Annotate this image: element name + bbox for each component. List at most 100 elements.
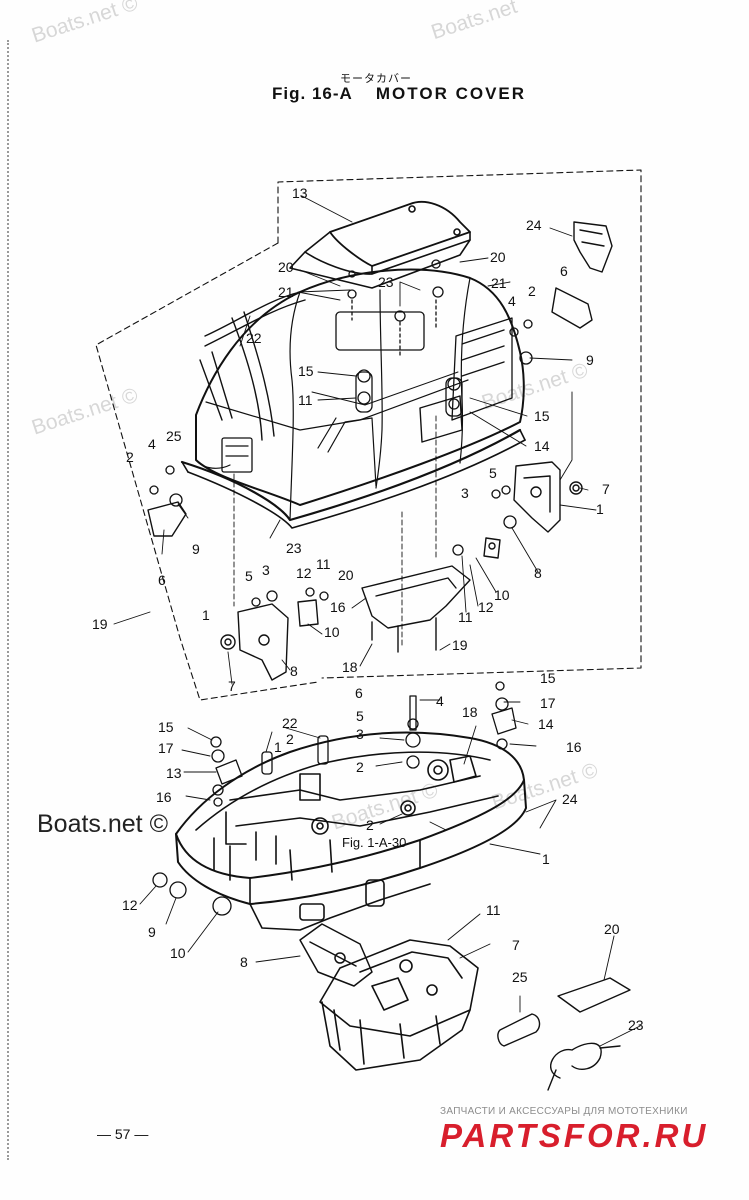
callout-label: 1 bbox=[274, 739, 282, 755]
leader-lines-lower bbox=[139, 699, 641, 1047]
callout-label: 9 bbox=[192, 541, 200, 557]
watermark-main: Boats.net © bbox=[37, 810, 168, 838]
callout-label: 1 bbox=[542, 851, 550, 867]
figure-title: Fig. 16-A MOTOR COVER bbox=[272, 84, 526, 104]
callout-label: 24 bbox=[562, 791, 578, 807]
callout-label: 1 bbox=[596, 501, 604, 517]
hook-plate-16 bbox=[361, 565, 471, 653]
lower-fasteners bbox=[152, 681, 517, 916]
top-lid-13 bbox=[289, 200, 471, 289]
callout-label: 10 bbox=[170, 945, 186, 961]
callout-label: 23 bbox=[628, 1017, 644, 1033]
callout-label: 11 bbox=[316, 556, 331, 572]
callout-label: 15 bbox=[534, 408, 550, 424]
figure-title-japanese: モータカバー bbox=[340, 72, 412, 85]
callout-label: 23 bbox=[378, 274, 394, 290]
callout-label: 14 bbox=[538, 716, 554, 732]
callout-label: 2 bbox=[356, 759, 364, 775]
callout-label-10: 10 bbox=[494, 587, 510, 603]
callout-label: 16 bbox=[330, 599, 346, 615]
callout-label: 13 bbox=[166, 765, 182, 781]
callout-label: 20 bbox=[338, 567, 354, 583]
callout-label: 16 bbox=[566, 739, 582, 755]
callout-label: 12 bbox=[296, 565, 312, 581]
page-number: — 57 — bbox=[97, 1126, 149, 1142]
bottom-cowling bbox=[175, 731, 527, 931]
binding-margin-dots bbox=[7, 40, 9, 1160]
callout-label: 11 bbox=[298, 392, 313, 408]
top-cover-small-parts bbox=[221, 259, 463, 473]
callout-label: 3 bbox=[262, 562, 270, 578]
callout-label: 22 bbox=[246, 330, 262, 346]
latch-assembly-right bbox=[483, 221, 613, 559]
callout-label: 11 bbox=[458, 609, 473, 625]
fasteners-upper bbox=[149, 319, 533, 607]
callout-label: 9 bbox=[148, 924, 156, 940]
callout-label: 7 bbox=[512, 937, 520, 953]
callout-label: 21 bbox=[278, 284, 294, 300]
callout-label: 6 bbox=[158, 572, 166, 588]
callout-label: 5 bbox=[356, 708, 364, 724]
callout-label: 12 bbox=[122, 897, 138, 913]
callout-label: 17 bbox=[158, 740, 174, 756]
callout-label: 8 bbox=[534, 565, 542, 581]
callout-label: 19 bbox=[92, 616, 108, 632]
callout-label: 3 bbox=[461, 485, 469, 501]
callout-label: 2 bbox=[528, 283, 536, 299]
callout-label: 20 bbox=[490, 249, 506, 265]
callout-label: 15 bbox=[540, 670, 556, 686]
callout-label: 10 bbox=[324, 624, 340, 640]
callout-label: 2 bbox=[126, 449, 134, 465]
figure-cross-reference: Fig. 1-A-30 bbox=[342, 835, 407, 850]
callout-label: 18 bbox=[462, 704, 478, 720]
callout-label: 8 bbox=[290, 663, 298, 679]
callout-label: 4 bbox=[436, 693, 444, 709]
callout-label: 23 bbox=[286, 540, 302, 556]
callout-label: 4 bbox=[148, 436, 156, 452]
callout-label: 17 bbox=[540, 695, 556, 711]
callout-label: 5 bbox=[245, 568, 253, 584]
callout-label: 6 bbox=[355, 685, 363, 701]
callout-label: 20 bbox=[278, 259, 294, 275]
callout-label: 2 bbox=[286, 731, 294, 747]
leader-lines-upper bbox=[113, 195, 597, 685]
footer-tagline: ЗАПЧАСТИ И АКСЕССУАРЫ ДЛЯ МОТОТЕХНИКИ bbox=[440, 1106, 688, 1117]
callout-label: 4 bbox=[508, 293, 516, 309]
callout-label: 16 bbox=[156, 789, 172, 805]
callout-label: 15 bbox=[158, 719, 174, 735]
callout-label: 24 bbox=[526, 217, 542, 233]
figure-name: MOTOR COVER bbox=[375, 84, 527, 103]
callout-label: 1 bbox=[202, 607, 210, 623]
loose-parts bbox=[497, 977, 631, 1091]
callout-label: 5 bbox=[489, 465, 497, 481]
latch-assembly-left bbox=[147, 501, 319, 681]
callout-label: 25 bbox=[166, 428, 182, 444]
callout-label: 3 bbox=[356, 726, 364, 742]
callout-label: 18 bbox=[342, 659, 358, 675]
callout-label: 8 bbox=[240, 954, 248, 970]
callout-label: 22 bbox=[282, 715, 298, 731]
cover-stripes bbox=[199, 291, 513, 443]
top-cowling bbox=[180, 268, 526, 529]
callout-label: 6 bbox=[560, 263, 568, 279]
figure-number: Fig. 16-A bbox=[272, 84, 353, 103]
callout-label: 15 bbox=[298, 363, 314, 379]
callout-label: 20 bbox=[604, 921, 620, 937]
footer-logo: PARTSFOR.RU bbox=[440, 1117, 709, 1154]
callout-label: 14 bbox=[534, 438, 550, 454]
callout-label: 19 bbox=[452, 637, 468, 653]
lower-bracket-7 bbox=[319, 939, 479, 1071]
callout-label: 12 bbox=[478, 599, 494, 615]
callout-label: 2 bbox=[366, 817, 374, 833]
callout-label: 25 bbox=[512, 969, 528, 985]
callout-label: 21 bbox=[491, 275, 507, 291]
callout-label: 9 bbox=[586, 352, 594, 368]
callout-label: 7 bbox=[228, 678, 236, 694]
callout-label: 13 bbox=[292, 185, 308, 201]
group-outline-upper bbox=[95, 169, 642, 701]
callout-label: 11 bbox=[486, 902, 501, 918]
support-bracket-8 bbox=[299, 923, 373, 987]
callout-label: 7 bbox=[602, 481, 610, 497]
